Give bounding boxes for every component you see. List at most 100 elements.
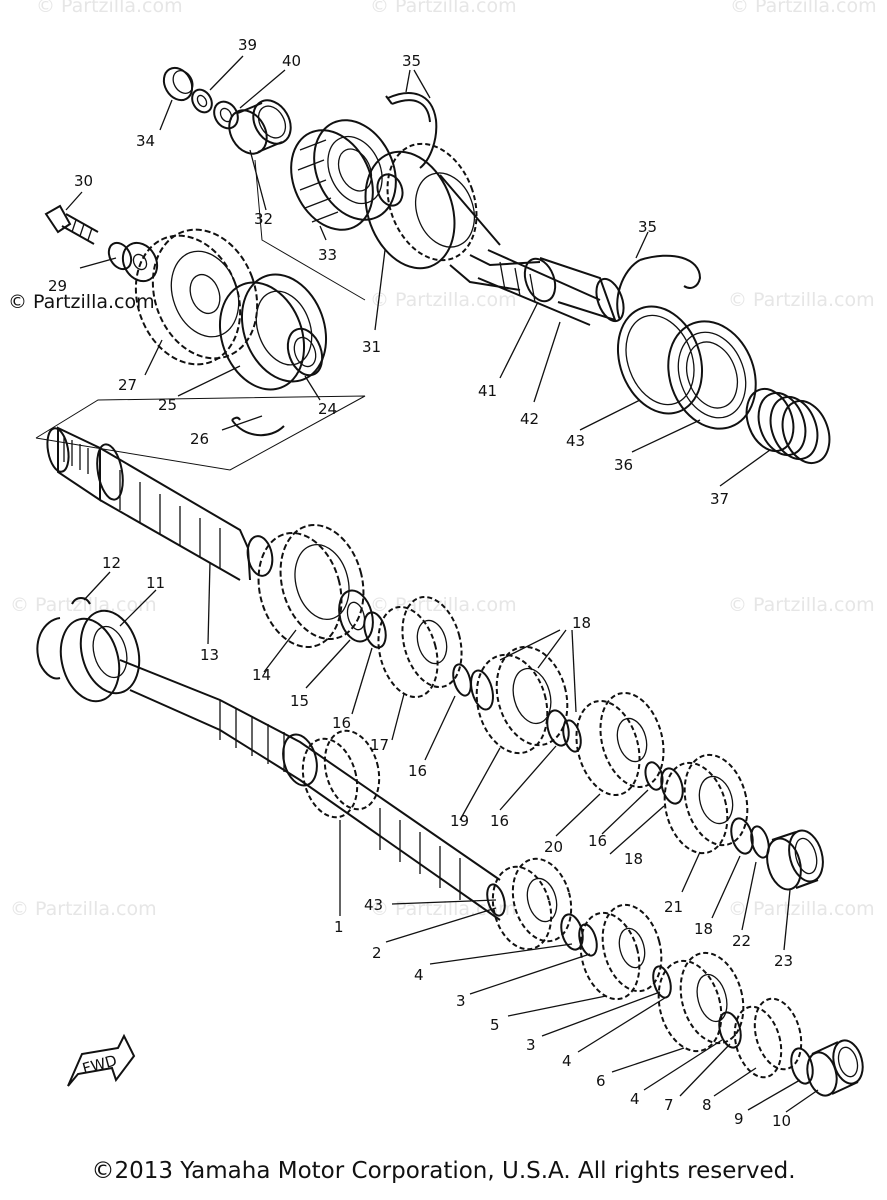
part-3-washer — [560, 913, 598, 957]
leader-lines — [65, 55, 819, 1113]
watermark-overlay: © Partzilla.com — [8, 291, 155, 313]
part-6-gear — [657, 951, 745, 1053]
watermark: © Partzilla.com — [728, 898, 875, 920]
watermark: © Partzilla.com — [728, 289, 875, 311]
part-37-washer — [191, 88, 213, 114]
label-27: 27 — [118, 376, 137, 394]
label-39: 41 — [478, 382, 497, 400]
label-41: 43 — [566, 432, 585, 450]
label-16: 16 — [332, 714, 351, 732]
label-9: 9 — [734, 1110, 744, 1128]
part-19-gear — [475, 645, 569, 755]
part-26-circlip — [231, 416, 285, 437]
part-9-washer — [790, 1047, 814, 1085]
fwd-arrow-icon: FWD — [67, 1033, 136, 1087]
label-23: 23 — [774, 952, 793, 970]
copyright-notice: ©2013 Yamaha Motor Corporation, U.S.A. A… — [91, 1158, 796, 1184]
label-18: 18 — [572, 614, 591, 632]
label-12: 12 — [102, 554, 121, 572]
part-39-40-cam — [523, 257, 625, 323]
part-41-seal — [616, 305, 704, 415]
part-5-gear — [579, 903, 663, 1001]
label-21: 21 — [664, 898, 683, 916]
part-31-gear-shaft — [364, 142, 601, 326]
watermark: © Partzilla.com — [370, 289, 517, 311]
part-8-gear — [733, 997, 803, 1079]
label-20: 20 — [544, 838, 563, 856]
part-16-circlip — [546, 709, 582, 753]
label-17: 17 — [370, 736, 389, 754]
part-20-gear — [575, 691, 665, 797]
label-3: 3 — [526, 1036, 536, 1054]
part-34-collar — [162, 66, 194, 102]
part-30-bolt — [44, 204, 99, 245]
label-4: 4 — [414, 966, 424, 984]
label-43: 43 — [364, 896, 383, 914]
part-13-output-shaft — [46, 426, 274, 581]
label-6: 6 — [596, 1072, 606, 1090]
part-25-bearing — [218, 273, 328, 391]
label-16: 16 — [490, 812, 509, 830]
label-34: 34 — [136, 132, 155, 150]
label-24: 24 — [318, 400, 337, 418]
label-16: 16 — [408, 762, 427, 780]
assembly-bracket — [35, 159, 366, 471]
watermark: © Partzilla.com — [36, 0, 183, 17]
part-12-pin — [71, 597, 91, 605]
label-4: 4 — [630, 1090, 640, 1108]
part-11-bearing — [36, 609, 141, 703]
watermark: © Partzilla.com — [728, 594, 875, 616]
label-5: 5 — [490, 1016, 500, 1034]
label-2: 2 — [372, 944, 382, 962]
part-35-circlip-top — [385, 92, 438, 169]
label-18: 18 — [694, 920, 713, 938]
label-8: 8 — [702, 1096, 712, 1114]
label-18: 18 — [624, 850, 643, 868]
label-11: 11 — [146, 574, 165, 592]
label-32: 32 — [254, 210, 273, 228]
label-31: 31 — [362, 338, 381, 356]
part-1-main-axle — [119, 659, 506, 921]
label-19: 19 — [450, 812, 469, 830]
part-2-gear — [491, 857, 573, 951]
label-40: 42 — [520, 410, 539, 428]
part-36-seal — [667, 320, 757, 430]
label-26: 26 — [190, 430, 209, 448]
part-22-circlip — [750, 825, 770, 859]
part-29-washer — [107, 241, 159, 283]
label-3: 3 — [456, 992, 466, 1010]
part-labels: 39 40 34 35 32 33 31 30 29 27 25 24 26 3… — [48, 36, 793, 1130]
label-10: 10 — [772, 1112, 791, 1130]
part-35-circlip-right — [616, 254, 702, 321]
part-16-circlip — [644, 761, 684, 805]
part-21-gear — [663, 753, 749, 855]
label-35: 35 — [402, 52, 421, 70]
label-22: 22 — [732, 932, 751, 950]
label-30: 30 — [74, 172, 93, 190]
label-14: 14 — [252, 666, 271, 684]
label-42: 37 — [710, 490, 729, 508]
label-29: 29 — [48, 277, 67, 295]
label-36: 36 — [614, 456, 633, 474]
label-25: 25 — [158, 396, 177, 414]
part-17-gear — [377, 595, 463, 699]
watermark: © Partzilla.com — [370, 0, 517, 17]
label-33: 33 — [318, 246, 337, 264]
watermark-text: © Partzilla.com — [8, 291, 155, 313]
watermark: © Partzilla.com — [730, 0, 877, 17]
label-37: 39 — [238, 36, 257, 54]
part-32-bushing — [228, 99, 292, 155]
label-16: 16 — [588, 832, 607, 850]
part-7-washer — [718, 1011, 742, 1049]
part-18-washer — [470, 669, 494, 711]
label-7: 7 — [664, 1096, 674, 1114]
label-1: 1 — [334, 918, 344, 936]
part-38-washer — [213, 100, 239, 130]
label-38: 40 — [282, 52, 301, 70]
part-23-bearing — [766, 829, 824, 891]
part-16-circlip — [452, 663, 472, 697]
part-24-collar — [286, 327, 324, 377]
part-42-spring — [745, 388, 831, 464]
